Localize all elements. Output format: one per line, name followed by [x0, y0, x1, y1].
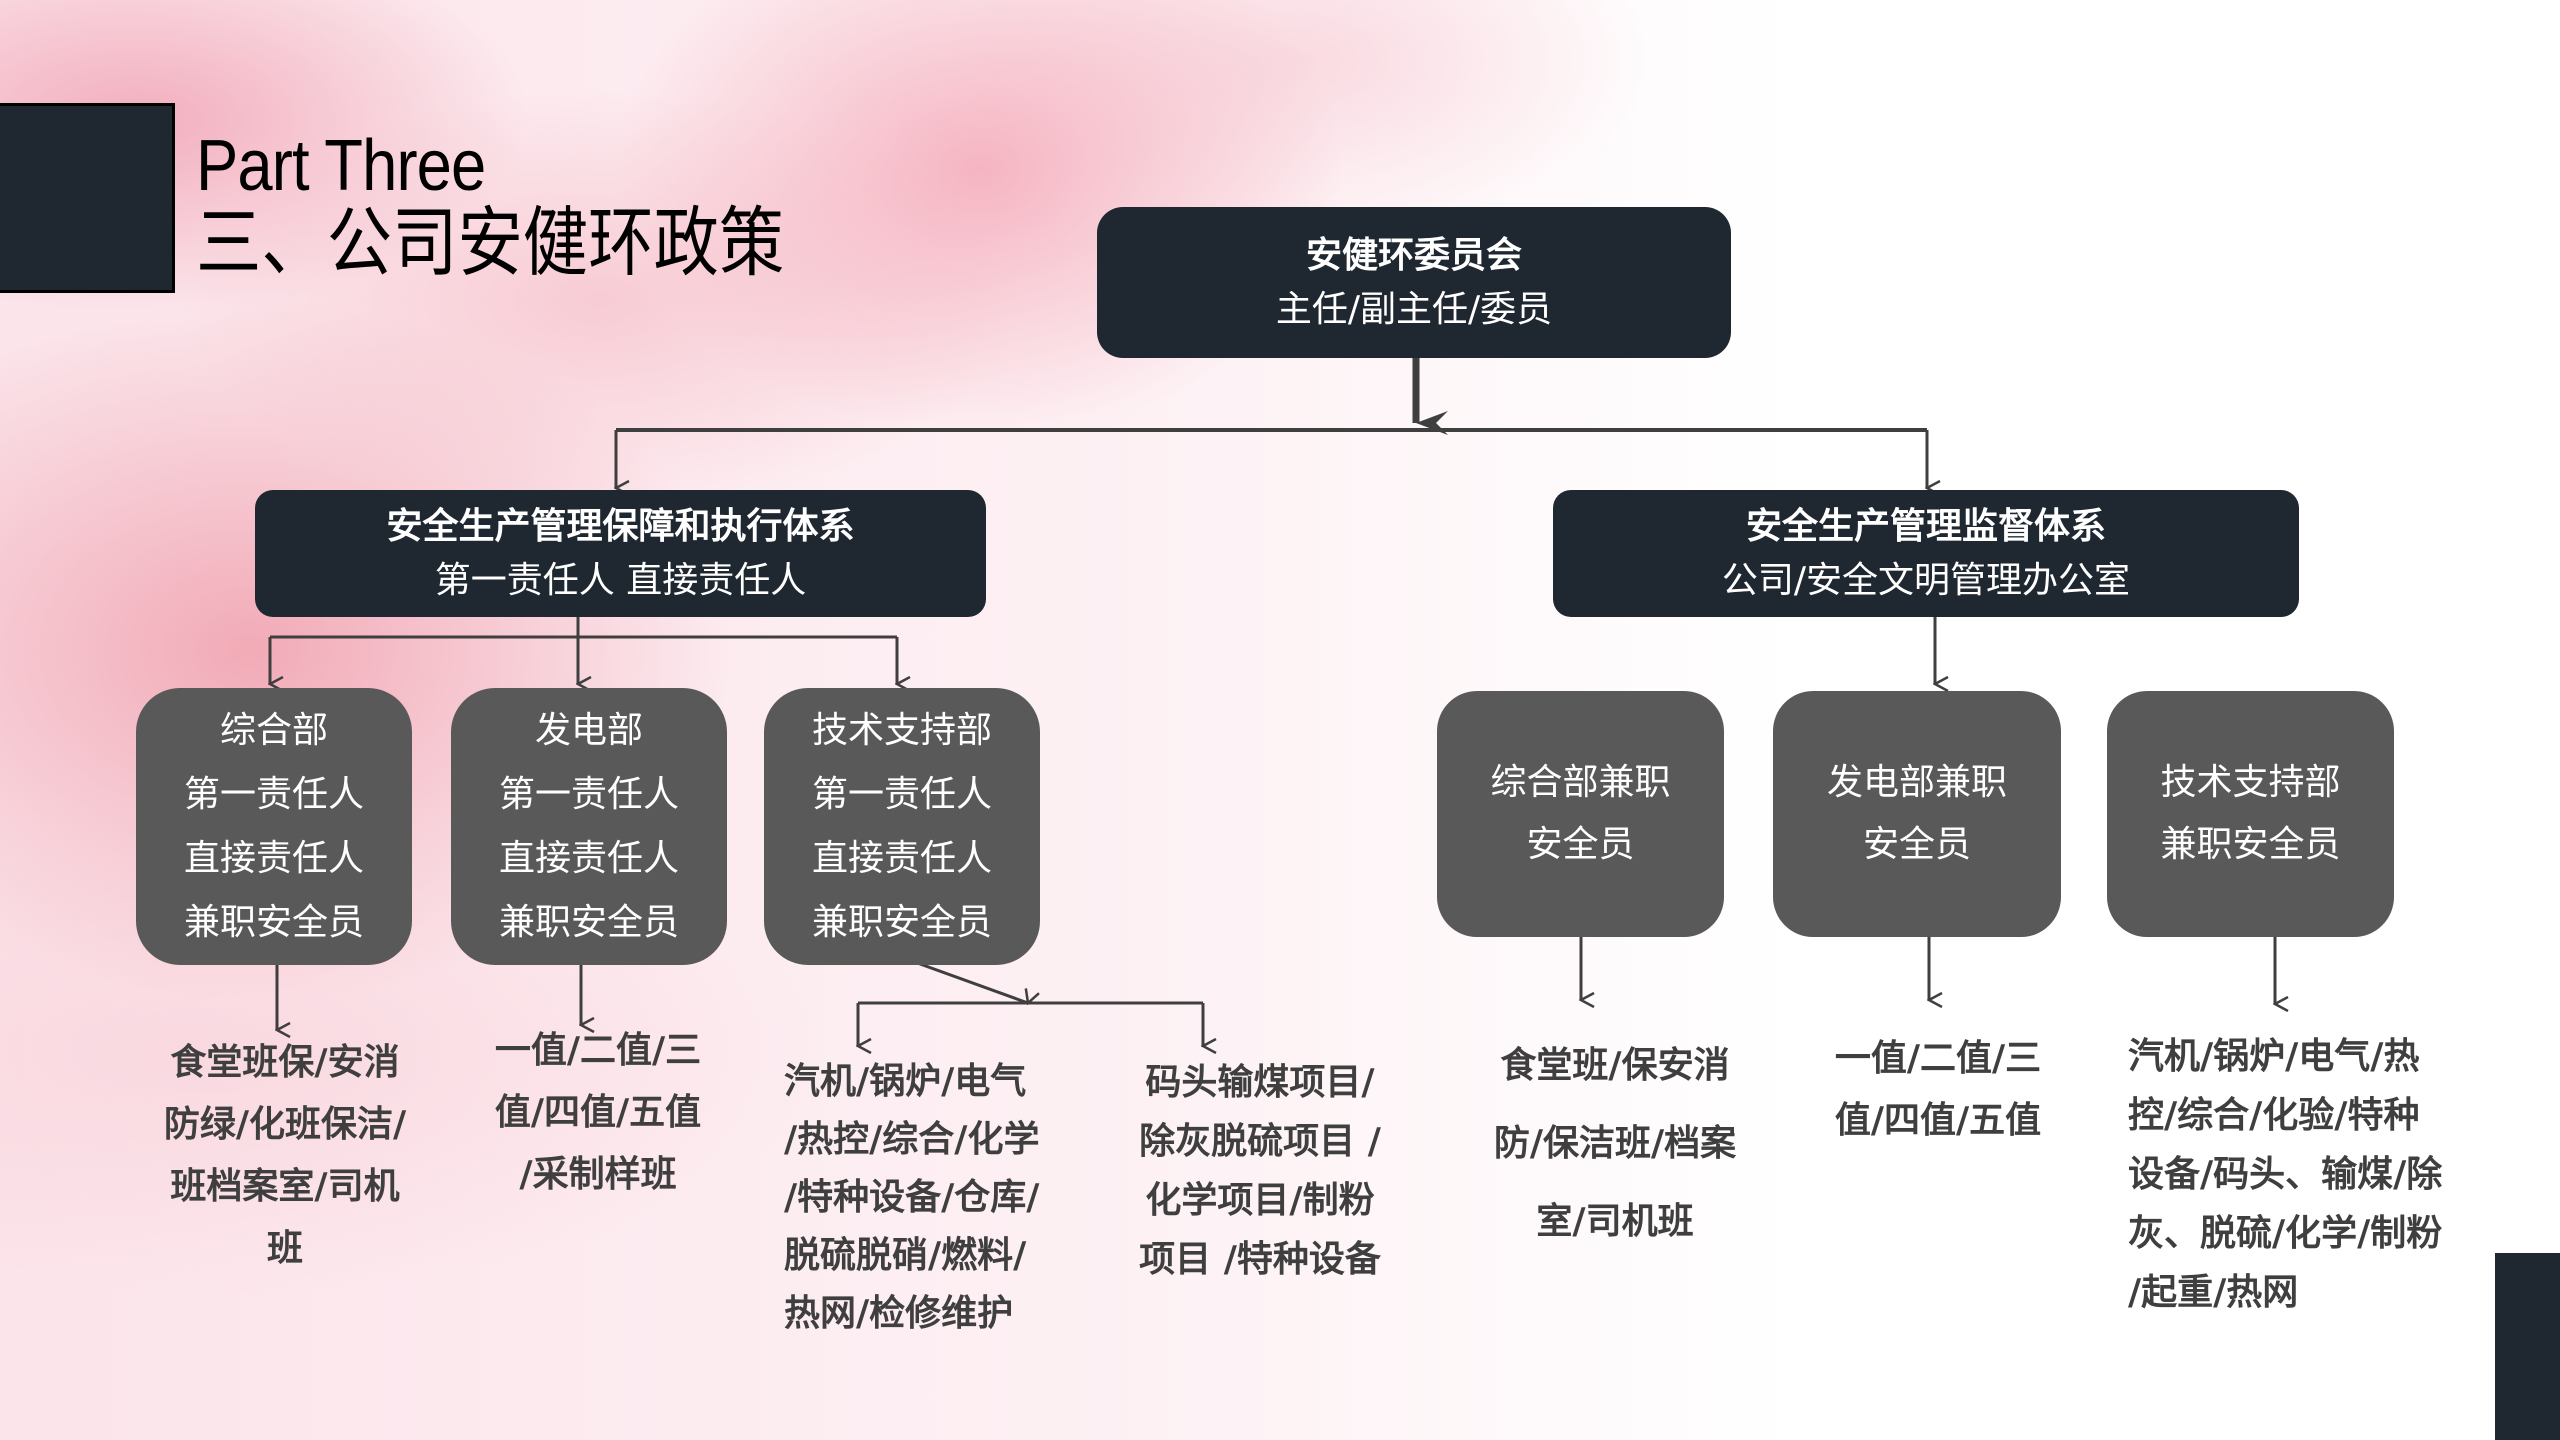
dept-line: 第一责任人 [183, 773, 364, 815]
dept-line: 直接责任人 [183, 837, 364, 879]
team-list-power: 一值/二值/三 值/四值/五值 /采制样班 [478, 1020, 718, 1206]
bottom-right-accent [2495, 1253, 2560, 1440]
team-line: 灰、脱硫/化学/制粉 [2128, 1213, 2443, 1254]
team-line: 防/保洁班/档案 [1493, 1123, 1737, 1164]
dept-line: 安全员 [1862, 824, 1971, 865]
branch-subtitle: 公司/安全文明管理办公室 [1721, 559, 2131, 601]
branch-node-supervision: 安全生产管理监督体系 公司/安全文明管理办公室 [1553, 490, 2299, 617]
team-line: 防绿/化班保洁/ [163, 1104, 407, 1145]
dept-line: 技术支持部 [2160, 762, 2341, 803]
team-line: 班 [266, 1228, 303, 1269]
team-line: 设备/码头、输煤/除 [2128, 1154, 2443, 1195]
team-line: 脱硫脱硝/燃料/ [784, 1235, 1027, 1276]
team-line: 码头输煤项目/ [1145, 1062, 1375, 1103]
team-line: /热控/综合/化学 [784, 1119, 1040, 1160]
team-line: 汽机/锅炉/电气 [784, 1061, 1027, 1102]
team-line: /特种设备/仓库/ [784, 1177, 1040, 1218]
dept-node-general-safety: 综合部兼职 安全员 [1437, 691, 1724, 937]
team-line: 热网/检修维护 [784, 1293, 1014, 1334]
dept-line: 安全员 [1526, 824, 1635, 865]
dept-node-general: 综合部 第一责任人 直接责任人 兼职安全员 [136, 688, 412, 965]
dept-node-power: 发电部 第一责任人 直接责任人 兼职安全员 [451, 688, 727, 965]
dept-line: 综合部 [219, 709, 328, 751]
team-line: 值/四值/五值 [1834, 1100, 2042, 1141]
team-line: 除灰脱硫项目 / [1139, 1121, 1381, 1162]
dept-line: 直接责任人 [498, 837, 679, 879]
branch-title: 安全生产管理监督体系 [1745, 505, 2106, 547]
root-node-committee: 安健环委员会 主任/副主任/委员 [1097, 207, 1731, 358]
team-list-general: 食堂班保/安消 防绿/化班保洁/ 班档案室/司机 班 [140, 1032, 430, 1280]
dept-line: 第一责任人 [811, 773, 992, 815]
section-label: Part Three [196, 126, 486, 206]
team-line: 汽机/锅炉/电气/热 [2128, 1036, 2420, 1077]
branch-node-execution: 安全生产管理保障和执行体系 第一责任人 直接责任人 [255, 490, 986, 617]
team-line: 控/综合/化验/特种 [2128, 1095, 2420, 1136]
branch-subtitle: 第一责任人 直接责任人 [434, 559, 807, 601]
dept-line: 技术支持部 [811, 709, 992, 751]
dept-node-tech-safety: 技术支持部 兼职安全员 [2107, 691, 2394, 937]
team-line: 一值/二值/三 [1834, 1038, 2042, 1079]
team-line: 项目 /特种设备 [1139, 1239, 1381, 1280]
dept-line: 第一责任人 [498, 773, 679, 815]
team-line: 化学项目/制粉 [1145, 1180, 1375, 1221]
dept-line: 综合部兼职 [1490, 762, 1671, 803]
dept-line: 直接责任人 [811, 837, 992, 879]
dept-line: 兼职安全员 [811, 901, 992, 943]
title-accent-square [0, 103, 175, 293]
dept-line: 发电部兼职 [1826, 762, 2007, 803]
team-line: 食堂班保/安消 [170, 1042, 400, 1083]
dept-node-tech-support: 技术支持部 第一责任人 直接责任人 兼职安全员 [764, 688, 1040, 965]
team-line: 室/司机班 [1536, 1201, 1694, 1242]
root-title: 安健环委员会 [1305, 234, 1522, 276]
dept-line: 兼职安全员 [2160, 824, 2341, 865]
dept-line: 兼职安全员 [183, 901, 364, 943]
team-list-tech-units: 汽机/锅炉/电气 /热控/综合/化学 /特种设备/仓库/ 脱硫脱硝/燃料/ 热网… [784, 1053, 1084, 1343]
team-line: /起重/热网 [2128, 1272, 2299, 1313]
team-line: /采制样班 [519, 1154, 677, 1195]
dept-line: 兼职安全员 [498, 901, 679, 943]
team-line: 值/四值/五值 [494, 1092, 702, 1133]
dept-node-power-safety: 发电部兼职 安全员 [1773, 691, 2061, 937]
team-line: 一值/二值/三 [494, 1030, 702, 1071]
team-list-general-safety: 食堂班/保安消 防/保洁班/档案 室/司机班 [1475, 1027, 1755, 1261]
page-title: 三、公司安健环政策 [196, 198, 785, 287]
team-list-tech-projects: 码头输煤项目/ 除灰脱硫项目 / 化学项目/制粉 项目 /特种设备 [1120, 1053, 1400, 1289]
team-list-tech-safety: 汽机/锅炉/电气/热 控/综合/化验/特种 设备/码头、输煤/除 灰、脱硫/化学… [2128, 1027, 2498, 1322]
team-list-power-safety: 一值/二值/三 值/四值/五值 [1818, 1028, 2058, 1152]
branch-title: 安全生产管理保障和执行体系 [386, 505, 855, 547]
team-line: 班档案室/司机 [170, 1166, 400, 1207]
root-subtitle: 主任/副主任/委员 [1275, 288, 1553, 330]
dept-line: 发电部 [534, 709, 643, 751]
team-line: 食堂班/保安消 [1500, 1045, 1730, 1086]
